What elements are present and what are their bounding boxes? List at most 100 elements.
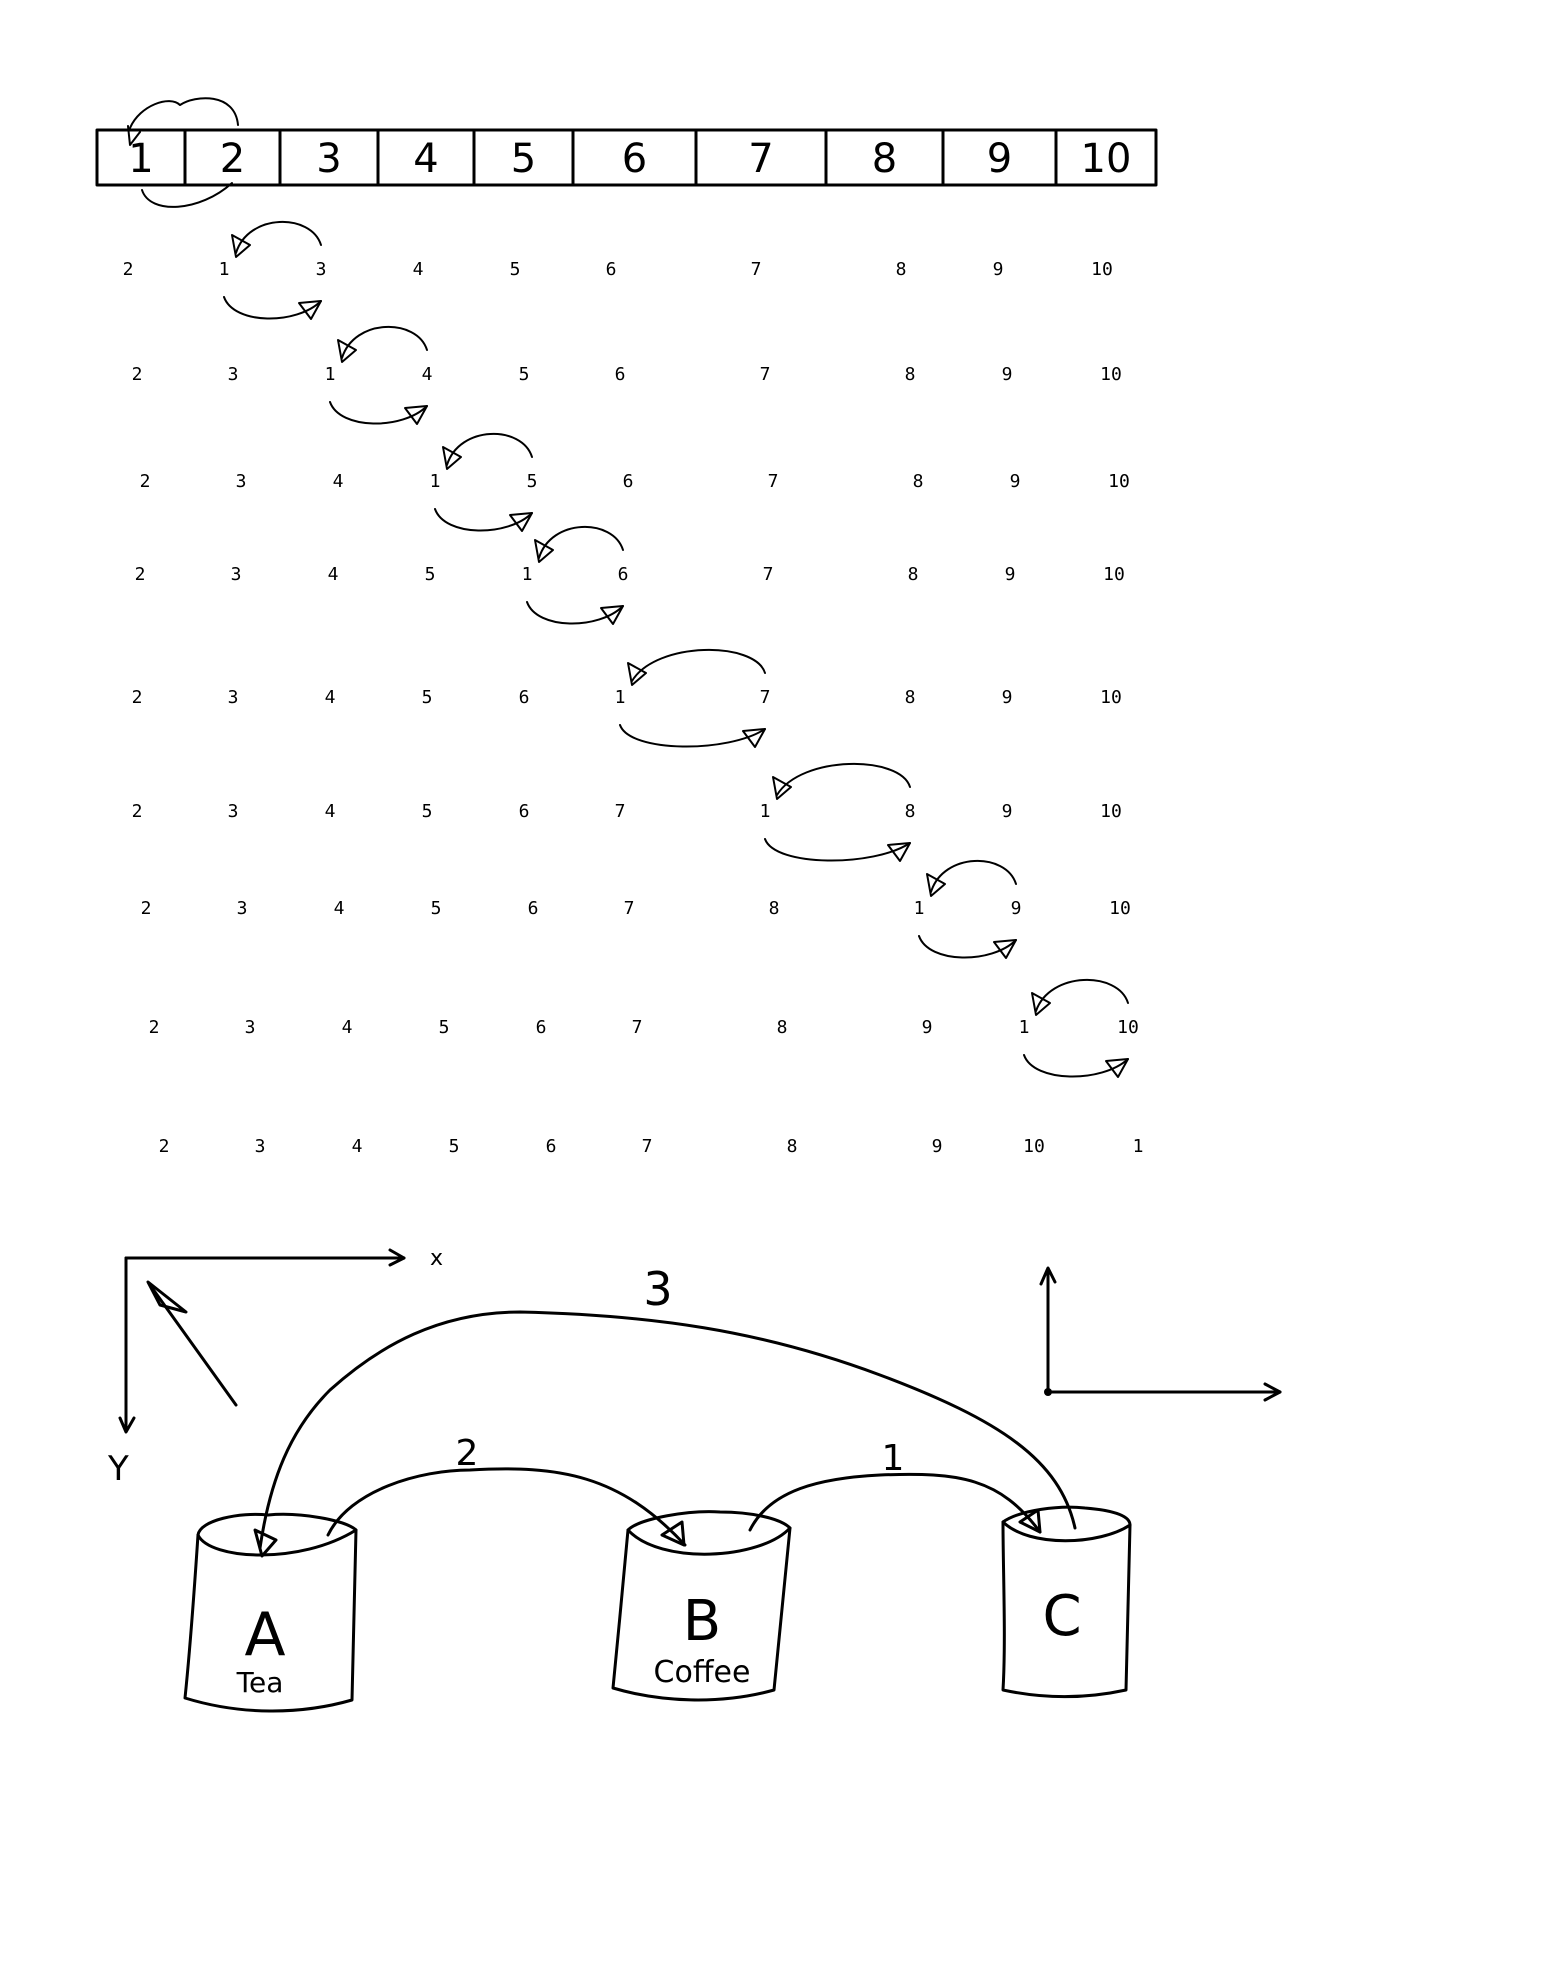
sequence-cell: 9: [1002, 687, 1013, 708]
strip-cell-label: 4: [413, 136, 438, 182]
sequence-cell: 6: [536, 1017, 547, 1038]
sequence-cell: 3: [237, 898, 248, 919]
sequence-cell: 9: [1011, 898, 1022, 919]
swap-arc: [619, 649, 766, 748]
sequence-cell: 8: [769, 898, 780, 919]
sequence-cell: 7: [760, 364, 771, 385]
bucket-b-outline: [611, 1510, 792, 1702]
sequence-cell: 2: [132, 364, 143, 385]
sequence-cell: 9: [1002, 364, 1013, 385]
sequence-cell: 8: [905, 364, 916, 385]
swap-arc-upper-arrow-icon: [772, 776, 792, 800]
swap-arcs: [223, 221, 1129, 1078]
bucket-a: A Tea: [183, 1512, 358, 1713]
sequence-cell: 9: [922, 1017, 933, 1038]
swap-arc: [223, 221, 322, 320]
swap-arc-upper-arrow-icon: [1031, 992, 1051, 1016]
bucket-a-rim: [196, 1528, 358, 1557]
sequence-cell: 6: [606, 259, 617, 280]
sequence-cell: 1: [219, 259, 230, 280]
bucket-c-rim: [1001, 1520, 1132, 1543]
move-arc-2: [326, 1467, 687, 1547]
swap-arc-upper-arrow-icon: [231, 234, 251, 258]
sequence-cell: 4: [325, 687, 336, 708]
bucket-a-letter: A: [244, 1600, 285, 1670]
bucket-a-outline: [183, 1512, 358, 1713]
sequence-cell: 10: [1091, 259, 1113, 280]
sequence-cell: 8: [777, 1017, 788, 1038]
swap-arc-lower-arrow-icon: [298, 300, 322, 320]
x-axis-arrow-icon: [388, 1248, 406, 1267]
swap-arc-lower-arrow-icon: [742, 728, 766, 748]
sequence-cell: 10: [1117, 1017, 1139, 1038]
sequence-cell: 3: [316, 259, 327, 280]
swap-arc: [764, 763, 911, 862]
sequence-cell: 10: [1100, 801, 1122, 822]
sequence-cell: 2: [149, 1017, 160, 1038]
strip-border: [95, 128, 1158, 187]
sequence-cell: 5: [422, 801, 433, 822]
sequence-cell: 7: [642, 1136, 653, 1157]
bucket-b-caption: Coffee: [654, 1655, 751, 1690]
sequence-cell: 2: [159, 1136, 170, 1157]
swap-arc-upper: [776, 763, 911, 796]
sequence-cell: 3: [228, 364, 239, 385]
sequence-cell: 1: [430, 471, 441, 492]
swap-arc-lower: [223, 296, 322, 320]
sequence-cell: 9: [993, 259, 1004, 280]
sequence-cell: 6: [623, 471, 634, 492]
move-arc-3-arrowhead-icon: [253, 1528, 278, 1558]
sequence-cell: 1: [522, 564, 533, 585]
swap-arc-lower-arrow-icon: [509, 512, 533, 532]
move-arcs: 3 2 1: [253, 1262, 1077, 1558]
sequence-cell: 10: [1100, 364, 1122, 385]
swap-arc-upper: [930, 860, 1017, 893]
bucket-b: B Coffee: [611, 1510, 792, 1702]
sequence-cell: 7: [615, 801, 626, 822]
sequence-cell: 7: [632, 1017, 643, 1038]
sequence-cell: 9: [1005, 564, 1016, 585]
sequence-cell: 5: [449, 1136, 460, 1157]
sequence-cell: 8: [905, 801, 916, 822]
sequence-cell: 2: [141, 898, 152, 919]
swap-arc-upper: [446, 433, 533, 466]
sequence-cell: 1: [325, 364, 336, 385]
sequence-cell: 5: [527, 471, 538, 492]
sequence-cell: 4: [413, 259, 424, 280]
swap-arc-upper-arrow-icon: [337, 339, 357, 363]
sequence-cell: 3: [236, 471, 247, 492]
strip-cell-label: 7: [748, 136, 773, 182]
up-axis-arrow-icon: [1039, 1266, 1057, 1286]
move-arc-2-label: 2: [456, 1433, 479, 1474]
sequence-cell: 6: [519, 801, 530, 822]
swap-arrow-head: [127, 125, 141, 146]
sequence-cell: 8: [787, 1136, 798, 1157]
bucket-a-caption: Tea: [236, 1666, 284, 1699]
sequence-cell: 3: [245, 1017, 256, 1038]
sequence-cell: 7: [751, 259, 762, 280]
bucket-c: C: [1001, 1505, 1132, 1699]
sequence-cell: 4: [422, 364, 433, 385]
sequence-cell: 2: [135, 564, 146, 585]
sequence-cell: 2: [140, 471, 151, 492]
swap-arc: [1023, 979, 1129, 1078]
strip-cell-label: 5: [511, 136, 536, 182]
swap-loop-top: [129, 97, 239, 129]
sequence-cell: 1: [615, 687, 626, 708]
sequence-cell: 6: [528, 898, 539, 919]
move-arc-1: [748, 1472, 1042, 1534]
swap-arc-lower: [918, 935, 1017, 959]
x-axis-label: x: [430, 1246, 443, 1271]
sequence-cell: 8: [896, 259, 907, 280]
sequence-cell: 7: [763, 564, 774, 585]
sequence-cell: 9: [932, 1136, 943, 1157]
bucket-b-rim: [626, 1526, 792, 1556]
